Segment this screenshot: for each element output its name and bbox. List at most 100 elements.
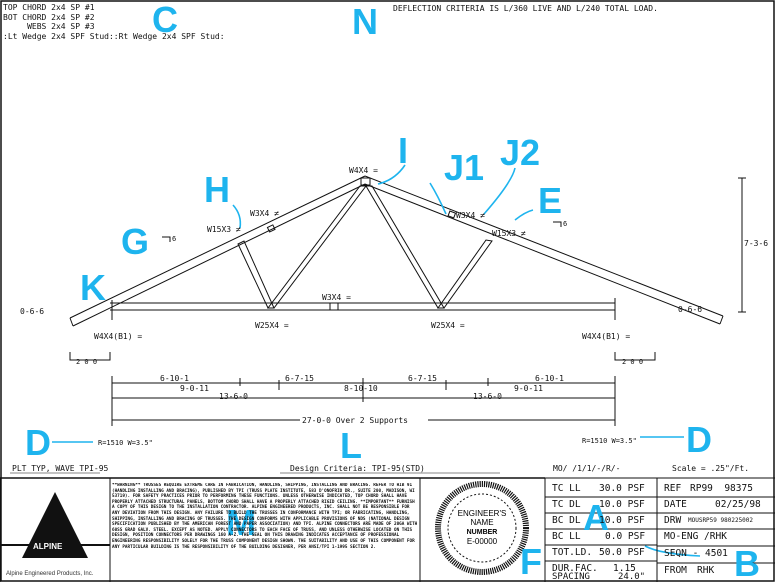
callout-j1: J1: [444, 147, 484, 188]
heel-height-right: 0-6-6: [678, 305, 702, 314]
callout-j2: J2: [500, 132, 540, 173]
top-chord-right: [364, 175, 724, 317]
dim: 13-6-0: [473, 392, 502, 401]
svg-text:E-00000: E-00000: [467, 537, 498, 546]
load-value: 10.0 PSF: [599, 499, 645, 510]
info-label: SEQN -: [664, 548, 699, 559]
pitch-left: 6: [172, 235, 176, 243]
plate-label: W15X3 ≠: [492, 229, 526, 238]
load-value: 30.0 PSF: [599, 483, 645, 494]
callout-f: F: [520, 541, 542, 582]
load-value: 0.0 PSF: [605, 531, 646, 542]
load-value: 10.0 PSF: [599, 515, 645, 526]
load-label: BC DL: [552, 515, 581, 526]
svg-text:NUMBER: NUMBER: [467, 529, 498, 536]
plate-label: W4X4(B1) =: [582, 332, 630, 341]
info-label: DRW: [664, 515, 682, 526]
callout-c: C: [152, 0, 178, 40]
load-label: BC LL: [552, 531, 581, 542]
plate-label: W3X4 =: [322, 293, 351, 302]
top-chord-left: [69, 175, 366, 319]
span-dimension: 27-0-0 Over 2 Supports: [302, 416, 408, 425]
web: [237, 240, 275, 309]
reaction-left: R=1510 W=3.5": [98, 439, 153, 447]
svg-text:ALPINE: ALPINE: [33, 542, 63, 551]
info-value: RP99 98375: [690, 483, 753, 494]
load-value: 24.0": [618, 572, 646, 582]
info-label: FROM: [664, 565, 687, 576]
plate-label: W4X4(B1) =: [94, 332, 142, 341]
plate-type: PLT TYP, WAVE TPI-95: [12, 464, 109, 473]
web: [437, 239, 493, 309]
load-value: 1.15: [613, 563, 636, 574]
design-criteria: Design Criteria: TPI-95(STD): [290, 464, 425, 473]
dim: 6-7-15: [285, 374, 314, 383]
web: [266, 185, 368, 309]
overhang-left: 2 0 0: [76, 358, 97, 366]
plate-label: W25X4 =: [431, 321, 465, 330]
heel-height-left: 0-6-6: [20, 307, 44, 316]
top-chord-right-inner: [364, 183, 721, 325]
info-value: 02/25/98: [715, 499, 761, 510]
dim: 6-7-15: [408, 374, 437, 383]
load-label: TC DL: [552, 499, 581, 510]
info-value: MOUSRP59 980225002: [688, 517, 754, 524]
callout-k: K: [80, 267, 106, 308]
load-label: TOT.LD.: [552, 547, 593, 558]
overhang-right: 2 0 0: [622, 358, 643, 366]
engineer-seal: ENGINEER'S NAME NUMBER E-00000: [435, 481, 529, 575]
scale: Scale = .25"/Ft.: [672, 464, 749, 473]
dim: 9-0-11: [514, 384, 543, 393]
truss-height: 7-3-6: [744, 239, 768, 248]
reaction-right: R=1510 W=3.5": [582, 437, 637, 445]
info-value: 4501: [705, 548, 728, 559]
pitch-right: 6: [563, 220, 567, 228]
plate-label: W15X3 ≠: [207, 225, 241, 234]
callout-n: N: [352, 1, 378, 42]
alpine-logo: ALPINE: [0, 492, 110, 558]
plate-label: W25X4 =: [255, 321, 289, 330]
plate-label: W4X4 =: [349, 166, 378, 175]
dim: 6-10-1: [535, 374, 564, 383]
load-label: DUR.FAC.: [552, 563, 598, 574]
dim: 13-6-0: [219, 392, 248, 401]
callout-i: I: [398, 130, 408, 171]
load-label: TC LL: [552, 483, 581, 494]
plate-mid: [329, 302, 339, 311]
info-label: MO-ENG /RHK: [664, 531, 727, 542]
info-value: RHK: [697, 565, 715, 576]
webs-spec: WEBS 2x4 SP #3: [3, 22, 95, 31]
top-chord-spec: TOP CHORD 2x4 SP #1: [3, 3, 95, 12]
load-value: 50.0 PSF: [599, 547, 645, 558]
callout-l: L: [340, 425, 362, 466]
callout-d-left: D: [25, 422, 51, 463]
web: [365, 185, 445, 309]
dim: 9-0-11: [180, 384, 209, 393]
dim: 8-10-10: [344, 384, 378, 393]
callout-e: E: [538, 180, 562, 221]
svg-text:NAME: NAME: [470, 518, 493, 527]
company-name: Alpine Engineered Products, Inc.: [6, 571, 94, 577]
bot-chord-spec: BOT CHORD 2x4 SP #2: [3, 12, 95, 22]
callout-m: M: [226, 502, 256, 543]
callout-a: A: [583, 497, 609, 538]
deflection-criteria: DEFLECTION CRITERIA IS L/360 LIVE AND L/…: [393, 4, 658, 13]
plate-apex: [360, 177, 371, 186]
dim: 6-10-1: [160, 374, 189, 383]
code-string: MO/ /1/1/-/R/-: [553, 464, 620, 473]
callout-d-right: D: [686, 419, 712, 460]
wedge-spec: :Lt Wedge 2x4 SPF Stud::Rt Wedge 2x4 SPF…: [3, 31, 225, 41]
callout-b: B: [734, 543, 760, 582]
warning-notes: **WARNING** TRUSSES REQUIRE EXTREME CARE…: [112, 483, 418, 550]
plate-label: W3X4 ≠: [250, 209, 279, 218]
top-chord-left-inner: [72, 183, 366, 327]
callout-g: G: [121, 221, 149, 262]
callout-h: H: [204, 169, 230, 210]
load-label: SPACING: [552, 572, 590, 582]
info-label: REF: [664, 483, 682, 494]
svg-text:ENGINEER'S: ENGINEER'S: [458, 509, 507, 518]
plate-label: W3X4 ≠: [456, 211, 485, 220]
